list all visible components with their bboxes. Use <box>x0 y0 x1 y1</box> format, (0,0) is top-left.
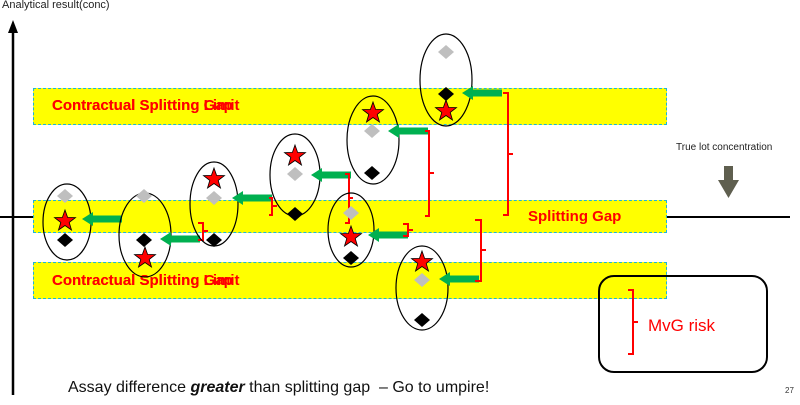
green-arrow-icon <box>82 212 122 226</box>
scenario-7 <box>395 245 479 331</box>
scenario-1 <box>42 183 122 261</box>
black-diamond-icon <box>343 251 359 265</box>
splitting-gap-label: Splitting Gap <box>528 208 622 225</box>
red-star-icon <box>284 144 306 166</box>
legend-box <box>598 275 768 373</box>
scenario-5 <box>327 192 408 268</box>
y-axis-label: Analytical result(conc) <box>2 0 110 11</box>
upper-band-label-limit: Contractual Splitting Limit <box>52 97 240 114</box>
scenario-6 <box>346 95 428 185</box>
grey-diamond-icon <box>136 189 152 203</box>
black-diamond-icon <box>414 313 430 327</box>
scenario-4 <box>269 133 351 221</box>
black-diamond-icon <box>57 233 73 247</box>
grey-diamond-icon <box>364 124 380 138</box>
mvg-bracket <box>503 92 513 216</box>
green-arrow-icon <box>462 86 502 100</box>
page-number: 27 <box>785 386 794 395</box>
mvg-bracket <box>198 222 208 241</box>
grey-diamond-icon <box>343 206 359 220</box>
red-star-icon <box>134 246 156 268</box>
green-arrow-icon <box>160 232 200 246</box>
mvg-bracket <box>475 219 486 282</box>
scenario-3 <box>189 161 272 247</box>
footer-emphasis: greater <box>190 379 245 396</box>
legend-label: MvG risk <box>648 316 716 335</box>
lower-band-label-gap: Contractual Splitting Gap <box>52 272 233 289</box>
green-arrow-icon <box>439 272 479 286</box>
footer-suffix: than splitting gap – Go to umpire! <box>244 379 490 396</box>
grey-diamond-icon <box>57 189 73 203</box>
grey-diamond-icon <box>414 273 430 287</box>
black-diamond-icon <box>136 233 152 247</box>
y-axis <box>8 20 18 395</box>
true-lot-arrow-icon <box>718 166 739 198</box>
red-star-icon <box>435 99 457 121</box>
y-axis-arrowhead-icon <box>8 20 18 33</box>
mvg-bracket <box>425 130 434 217</box>
grey-diamond-icon <box>206 191 222 205</box>
red-star-icon <box>54 209 76 231</box>
red-star-icon <box>340 225 362 247</box>
scenario-2 <box>118 189 200 278</box>
green-arrow-icon <box>388 124 428 138</box>
mvg-bracket <box>403 223 413 237</box>
lower-band-label-limit: Contractual Splitting Limit <box>52 272 240 289</box>
upper-band-label-gap: Contractual Splitting Gap <box>52 97 233 114</box>
legend-bracket-icon <box>628 289 638 355</box>
scenario-8 <box>419 33 502 127</box>
grey-diamond-icon <box>438 45 454 59</box>
true-lot-label: True lot concentration <box>676 142 773 153</box>
black-diamond-icon <box>287 207 303 221</box>
red-star-icon <box>362 101 384 123</box>
lower-limit-band <box>33 262 667 299</box>
grey-diamond-icon <box>287 167 303 181</box>
black-diamond-icon <box>364 166 380 180</box>
footer-prefix: Assay difference <box>68 379 191 396</box>
mvg-bracket <box>269 197 277 216</box>
footer-caption: Assay difference greater than splitting … <box>68 379 489 397</box>
mvg-bracket <box>345 173 353 224</box>
red-star-icon <box>411 250 433 272</box>
red-star-icon <box>203 167 225 189</box>
